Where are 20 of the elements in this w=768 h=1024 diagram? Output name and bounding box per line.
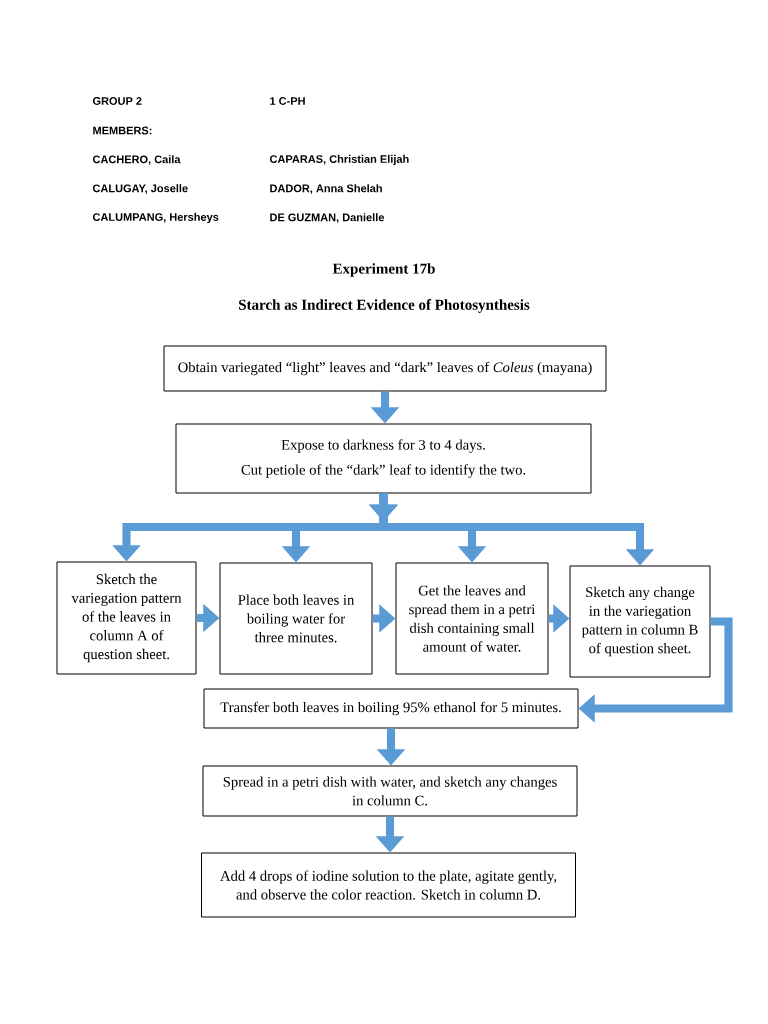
- title: Starch as Indirect Evidence of Photosynthesis: [239, 299, 530, 313]
- member-name: DADOR, Anna Shelah: [270, 184, 382, 194]
- process-box: Transfer both leaves in boiling 95% ethanol for 5 minutes.: [203, 688, 579, 729]
- member-name: CALUMPANG, Hersheys: [92, 212, 219, 224]
- class-section: 1 C-PH: [270, 97, 305, 105]
- member-name: CAPARAS, Christian Elijah: [269, 154, 409, 166]
- members-heading: MEMBERS:: [93, 126, 152, 135]
- experiment-number: Experiment 17b: [332, 263, 435, 277]
- process-box: Spread in a petri dish with water, and sketch any changes in column C.: [202, 765, 578, 817]
- process-box: Obtain variegated “light” leaves and “dark” leaves of Coleus (mayana): [163, 345, 607, 392]
- process-box: Sketch any change in the variegation pattern in column B of question sheet.: [569, 565, 711, 678]
- process-box: Get the leaves and spread them in a petri dish containing small amount of water.: [395, 562, 549, 675]
- process-box: Place both leaves in boiling water for three minutes.: [219, 562, 373, 675]
- process-box: Sketch the variegation pattern of the leaves in column A of question sheet.: [56, 561, 197, 675]
- member-name: CACHERO, Caila: [92, 155, 181, 165]
- member-name: DE GUZMAN, Danielle: [270, 213, 384, 223]
- process-box: Add 4 drops of iodine solution to the plate, agitate gently, and observe the color reaction. Sketch in column D.: [201, 852, 576, 918]
- process-box: Expose to darkness for 3 to 4 days. Cut petiole of the “dark” leaf to identify the two.: [175, 423, 592, 494]
- group-number: GROUP 2: [92, 97, 142, 105]
- member-name: CALUGAY, Joselle: [92, 184, 188, 194]
